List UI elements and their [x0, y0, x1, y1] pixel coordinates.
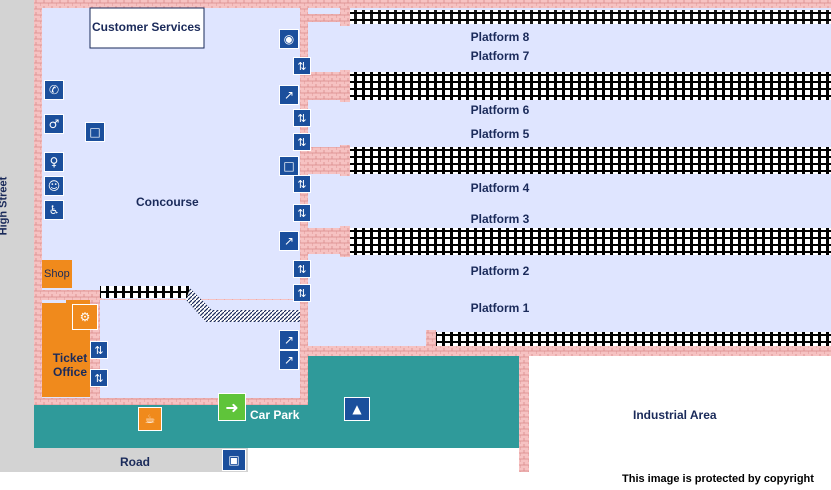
cafe-icon: ☕	[138, 407, 162, 431]
escalator-icon: ↗	[279, 85, 299, 105]
ticket-office-label: Ticket Office	[52, 351, 88, 379]
platform-2-label: Platform 2	[470, 264, 530, 278]
concourse-label: Concourse	[136, 195, 199, 209]
lift-icon: ⇅	[293, 175, 311, 193]
concourse-area	[42, 8, 300, 299]
camera-icon: ◉	[279, 29, 299, 49]
platform-area	[308, 22, 831, 72]
platform-6-label: Platform 6	[470, 103, 530, 117]
escalator-icon: ↗	[279, 350, 299, 370]
lift-icon: ⇅	[293, 284, 311, 302]
customer-services-box	[89, 7, 205, 49]
customer-services-label: Customer Services	[92, 20, 201, 34]
wc-male-icon: ♂	[44, 114, 64, 134]
high-street-label: High Street	[0, 176, 10, 236]
platform-3-label: Platform 3	[470, 212, 530, 226]
lift-icon: ⇅	[293, 133, 311, 151]
platform-4-label: Platform 4	[470, 181, 530, 195]
ramp	[186, 288, 300, 322]
lift-icon: ⇅	[293, 204, 311, 222]
road-label: Road	[120, 455, 150, 469]
car-icon: ▲	[344, 397, 370, 421]
railway-tracks	[350, 10, 831, 346]
shop-label: Shop	[44, 268, 70, 280]
escalator-icon: ↗	[279, 330, 299, 350]
lift-icon: ⇅	[90, 341, 108, 359]
industrial-wall	[519, 354, 529, 472]
ticket-machine-icon: ⚙	[72, 304, 98, 330]
seat-icon: □	[85, 122, 105, 142]
industrial-area-label: Industrial Area	[633, 408, 717, 422]
platform-7-label: Platform 7	[470, 49, 530, 63]
lift-icon: ⇅	[293, 260, 311, 278]
lift-icon: ⇅	[293, 109, 311, 127]
shop-block	[42, 260, 72, 288]
platform-8-label: Platform 8	[470, 30, 530, 44]
exit-icon: ➜	[218, 393, 246, 421]
platform-1-label: Platform 1	[470, 301, 530, 315]
phone-icon: ✆	[44, 80, 64, 100]
copyright-notice: This image is protected by copyright	[622, 473, 814, 485]
wc-female-icon: ♀	[44, 152, 64, 172]
road-area	[34, 448, 222, 472]
platform-5-label: Platform 5	[470, 127, 530, 141]
lift-icon: ⇅	[90, 369, 108, 387]
baby-change-icon: ☺	[44, 176, 64, 196]
escalator-icon: ↗	[279, 231, 299, 251]
seat-icon: □	[279, 156, 299, 176]
wc-accessible-icon: ♿	[44, 200, 64, 220]
high-street-area	[0, 0, 34, 472]
lift-icon: ⇅	[293, 57, 311, 75]
car-park-label: Car Park	[250, 408, 300, 422]
taxi-icon: ▣	[222, 449, 246, 471]
